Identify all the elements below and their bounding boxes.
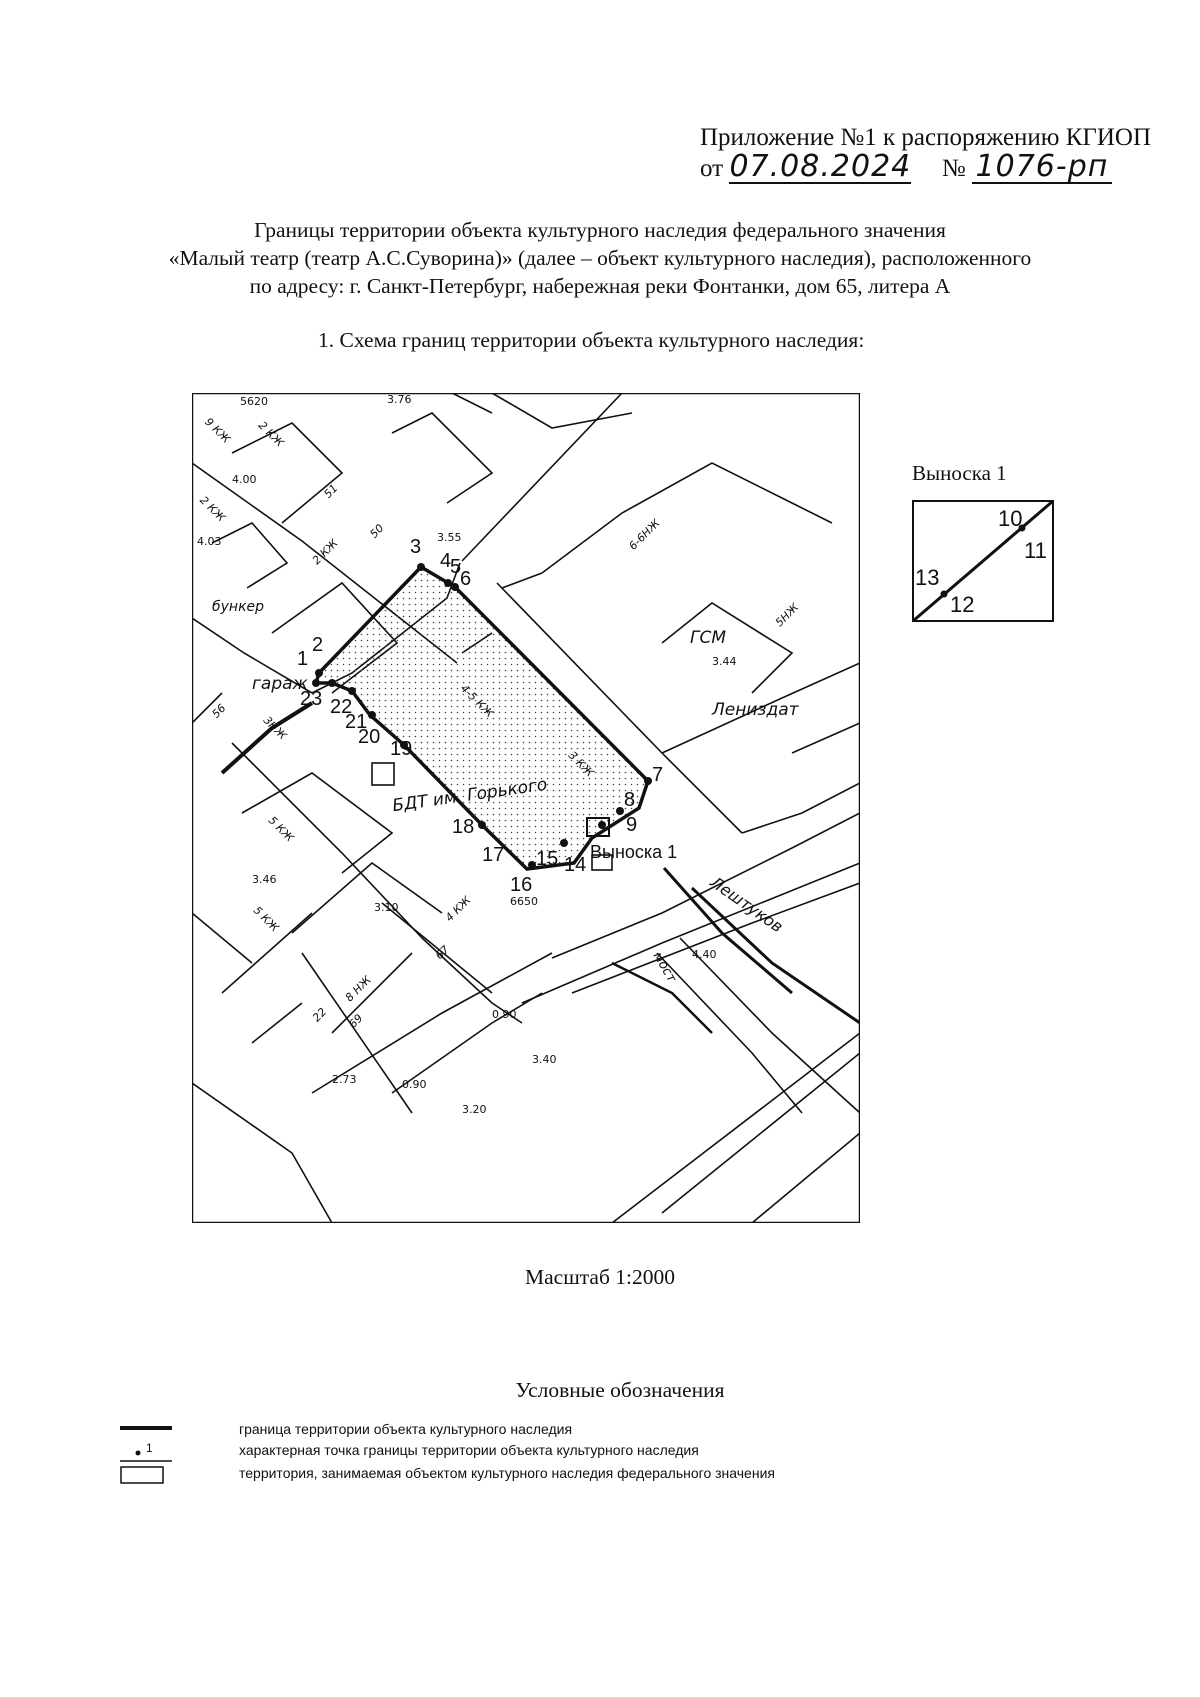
order-date-number: от 07.08.2024 № 1076-рп bbox=[700, 152, 1112, 184]
label-elev-310: 3.10 bbox=[374, 901, 399, 914]
label-map-5620: 5620 bbox=[240, 395, 268, 408]
legend-text-boundary: граница территории объекта культурного н… bbox=[239, 1421, 573, 1437]
point-label-4: 4 bbox=[440, 550, 451, 572]
point-label-7: 7 bbox=[652, 764, 663, 786]
callout-point-11: 11 bbox=[1024, 538, 1047, 563]
point-label-1: 1 bbox=[297, 648, 308, 670]
title-line-1: Границы территории объекта культурного н… bbox=[254, 218, 946, 242]
label-elev-273: 2.73 bbox=[332, 1073, 357, 1086]
point-label-15: 15 bbox=[536, 848, 558, 870]
map-scale: Масштаб 1:2000 bbox=[525, 1265, 675, 1289]
point-label-20: 20 bbox=[358, 726, 380, 748]
point-label-8: 8 bbox=[624, 789, 635, 811]
title-line-2: «Малый театр (театр А.С.Суворина)» (дале… bbox=[168, 246, 1032, 270]
point-label-3: 3 bbox=[410, 536, 421, 558]
callout-point-10: 10 bbox=[998, 506, 1022, 531]
callout-frame bbox=[586, 817, 610, 837]
legend-text-area: территория, занимаемая объектом культурн… bbox=[239, 1465, 775, 1481]
label-gsm: ГСМ bbox=[690, 628, 726, 648]
label-elev-400: 4.00 bbox=[232, 473, 257, 486]
section-heading: 1. Схема границ территории объекта культ… bbox=[318, 328, 865, 352]
callout-inset: 10 11 12 13 bbox=[912, 500, 1054, 622]
callout-point-12: 12 bbox=[950, 592, 974, 617]
legend-item-point: 1 характерная точка границы территории о… bbox=[120, 1441, 1020, 1463]
point-label-21: 21 bbox=[345, 711, 367, 733]
label-elev-440: 4.40 bbox=[692, 948, 717, 961]
territory-area-symbol bbox=[120, 1466, 164, 1484]
point-label-2: 2 bbox=[312, 634, 323, 656]
point-label-18: 18 bbox=[452, 816, 474, 838]
label-elev-340: 3.40 bbox=[532, 1053, 557, 1066]
legend-item-area: территория, занимаемая объектом культурн… bbox=[120, 1464, 1020, 1486]
label-elev-346: 3.46 bbox=[252, 873, 277, 886]
label-lenizdat: Лениздат bbox=[711, 700, 800, 720]
date-prefix: от bbox=[700, 155, 724, 182]
label-elev-403: 4.03 bbox=[197, 535, 222, 548]
label-bunker: бункер bbox=[212, 599, 264, 615]
label-elev-090a: 0.90 bbox=[492, 1008, 517, 1021]
point-label-22: 22 bbox=[330, 696, 352, 718]
label-elev-090b: 0.90 bbox=[402, 1078, 427, 1091]
label-elev-355: 3.55 bbox=[437, 531, 462, 544]
legend-title: Условные обозначения bbox=[515, 1378, 725, 1402]
callout-title: Выноска 1 bbox=[912, 461, 1007, 485]
boundary-line-symbol bbox=[120, 1426, 172, 1430]
appendix-heading: Приложение №1 к распоряжению КГИОП bbox=[700, 124, 1152, 151]
legend-item-boundary: граница территории объекта культурного н… bbox=[120, 1420, 1020, 1442]
boundary-point-symbol bbox=[120, 1450, 172, 1462]
title-line-3: по адресу: г. Санкт-Петербург, набережна… bbox=[249, 274, 951, 298]
label-map-6650: 6650 bbox=[510, 895, 538, 908]
heritage-territory-area bbox=[313, 564, 651, 871]
point-label-23: 23 bbox=[300, 688, 322, 710]
point-label-5: 5 bbox=[450, 556, 461, 578]
legend-point-number: 1 bbox=[146, 1441, 153, 1455]
number-prefix: № bbox=[941, 155, 966, 182]
point-label-6: 6 bbox=[460, 568, 471, 590]
order-number: 1076-рп bbox=[971, 152, 1112, 184]
label-elev-320: 3.20 bbox=[462, 1103, 487, 1116]
label-elev-344: 3.44 bbox=[712, 655, 737, 668]
boundary-map: 1 2 3 4 5 6 7 8 9 Выноска 1 14 15 16 17 … bbox=[192, 393, 860, 1223]
legend-text-point: характерная точка границы территории объ… bbox=[239, 1442, 699, 1458]
label-elev-376: 3.76 bbox=[387, 393, 412, 406]
label-garage: гараж bbox=[252, 674, 309, 694]
callout-point-13: 13 bbox=[915, 565, 939, 590]
point-label-17: 17 bbox=[482, 844, 504, 866]
point-label-19: 19 bbox=[390, 738, 412, 760]
document-title: Границы территории объекта культурного н… bbox=[100, 216, 1100, 300]
point-label-16: 16 bbox=[510, 874, 532, 896]
point-label-9: 9 bbox=[626, 814, 637, 836]
callout-label-map: Выноска 1 bbox=[590, 842, 677, 862]
order-date: 07.08.2024 bbox=[729, 149, 912, 184]
point-label-14: 14 bbox=[564, 854, 586, 876]
